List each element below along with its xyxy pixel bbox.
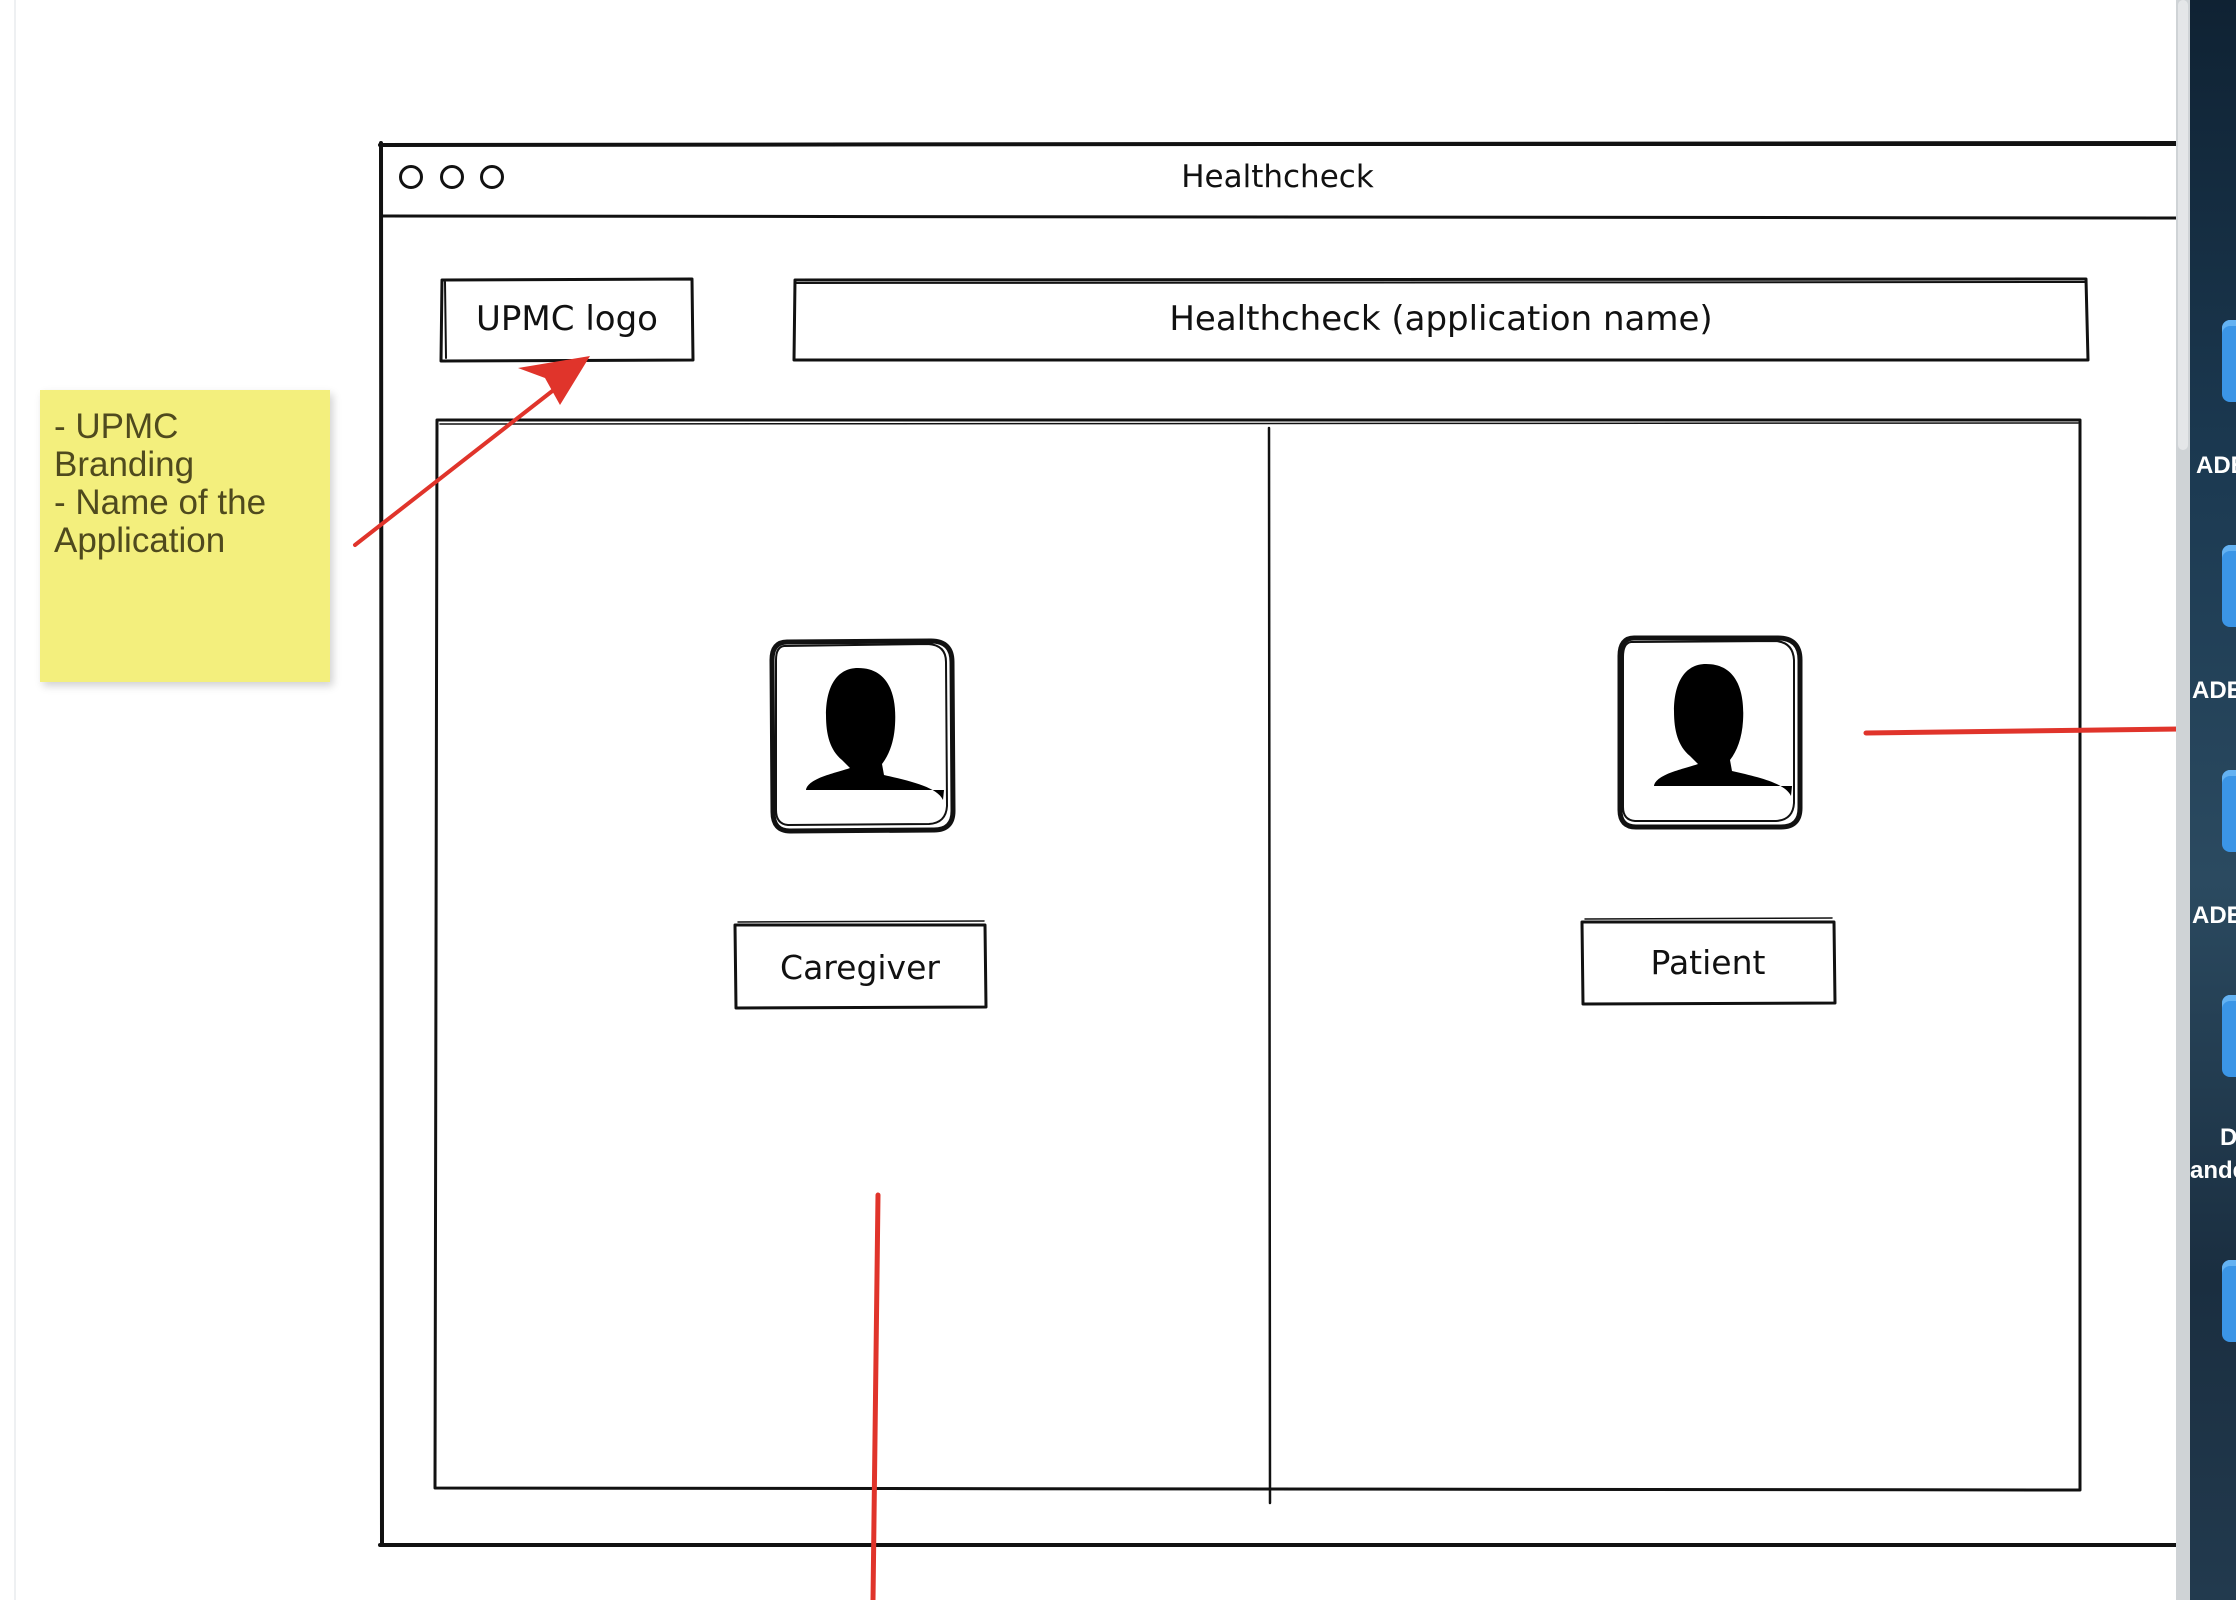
patient-avatar-frame — [1617, 635, 1803, 830]
patient-button[interactable]: Patient — [1650, 942, 1766, 982]
window-maximize-icon[interactable] — [480, 165, 504, 189]
annotation-arrow — [353, 383, 562, 547]
title-bar-divider — [379, 214, 2180, 220]
folder-icon[interactable] — [2222, 320, 2236, 402]
folder-icon[interactable] — [2222, 545, 2236, 627]
folder-icon[interactable] — [2222, 995, 2236, 1077]
user-avatar-icon — [1654, 664, 1792, 796]
desktop-item-label[interactable]: ande — [2190, 1157, 2236, 1184]
desktop-item-label[interactable]: D — [2220, 1124, 2236, 1151]
desktop-item-label[interactable]: ADE — [2196, 452, 2236, 479]
annotation-line-right — [1863, 726, 2183, 736]
annotation-line-bottom — [870, 1192, 881, 1600]
desktop-item-label[interactable]: ADE — [2192, 902, 2236, 929]
logo-box — [439, 277, 695, 363]
folder-icon[interactable] — [2222, 1260, 2236, 1342]
window-title: Healthcheck — [1181, 159, 1374, 195]
patient-button-outline — [1580, 920, 1837, 1006]
panel-divider — [1267, 426, 1272, 1505]
caregiver-avatar-frame — [769, 638, 956, 834]
application-name-banner: Healthcheck (application name) — [1169, 299, 1713, 339]
user-avatar-icon — [806, 668, 944, 800]
upmc-logo-placeholder: UPMC logo — [476, 299, 658, 339]
caregiver-button-outline — [733, 923, 988, 1010]
sticky-note-line: Application — [54, 521, 226, 560]
annotation-arrowhead — [518, 356, 590, 405]
editor-left-rule — [14, 0, 16, 1600]
sticky-note-line: Branding — [54, 445, 195, 484]
sticky-note-line: - Name of the — [54, 483, 267, 522]
sticky-note-line: - UPMC — [54, 407, 179, 446]
folder-icon[interactable] — [2222, 770, 2236, 852]
scrollbar-thumb[interactable] — [2178, 0, 2188, 450]
window-close-icon[interactable] — [399, 165, 423, 189]
caregiver-button[interactable]: Caregiver — [780, 947, 940, 987]
sticky-note: - UPMC Branding - Name of the Applicatio… — [40, 390, 330, 682]
desktop-item-label[interactable]: ADE — [2192, 677, 2236, 704]
content-box — [433, 418, 2082, 1492]
window-minimize-icon[interactable] — [440, 165, 464, 189]
app-name-box — [792, 277, 2090, 362]
